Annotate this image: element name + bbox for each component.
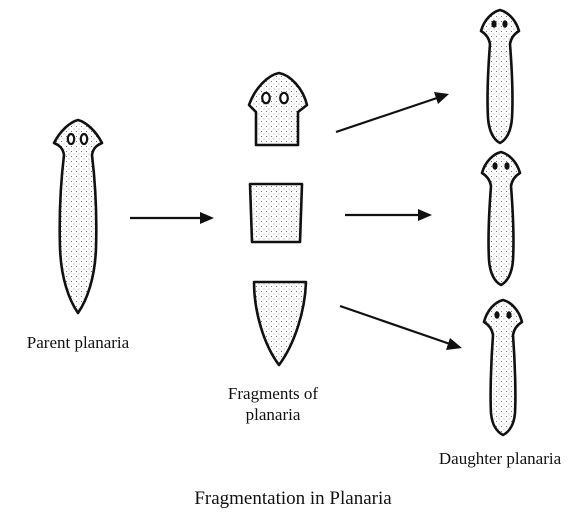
arrow-middle-to-daughter: [345, 209, 432, 221]
daughter-planaria-label: Daughter planaria: [414, 448, 586, 469]
head-fragment: [249, 73, 307, 145]
tail-fragment: [254, 282, 306, 365]
diagram-caption: Fragmentation in Planaria: [0, 488, 586, 509]
parent-planaria: [54, 120, 102, 313]
arrow-parent-to-fragments: [130, 212, 214, 224]
daughter-planaria-middle: [482, 152, 520, 285]
daughter-planaria-top: [481, 10, 519, 143]
middle-fragment: [250, 184, 302, 242]
fragments-label-line-2: planaria: [198, 404, 348, 425]
daughter-planaria-bottom: [484, 300, 522, 435]
fragments-label-line-1: Fragments of: [198, 383, 348, 404]
arrow-head-to-daughter: [336, 92, 449, 132]
arrow-tail-to-daughter: [340, 306, 462, 350]
fragments-label: Fragments of planaria: [198, 383, 348, 425]
parent-planaria-label: Parent planaria: [0, 332, 156, 353]
